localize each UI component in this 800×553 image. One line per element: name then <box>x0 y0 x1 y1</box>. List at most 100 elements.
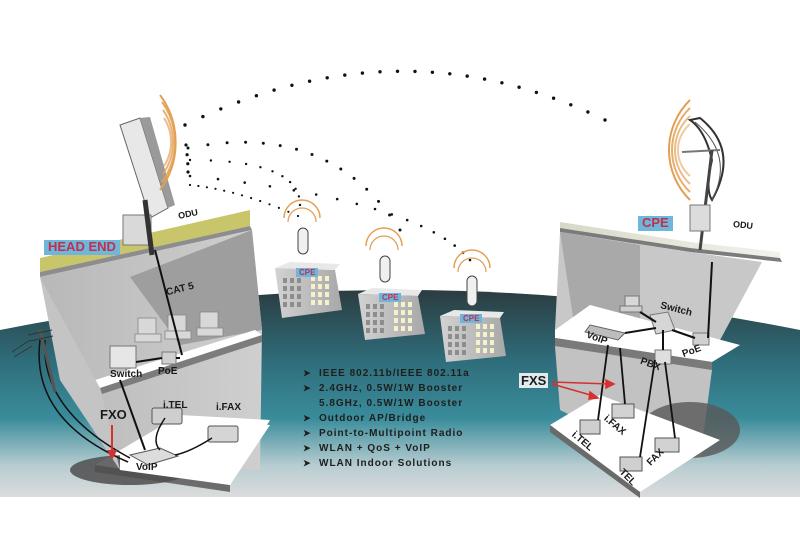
link-dot <box>500 81 504 85</box>
window <box>455 350 459 355</box>
window <box>373 320 377 325</box>
link-dot <box>268 185 272 188</box>
link-dot <box>240 194 244 197</box>
window <box>366 320 370 325</box>
link-dot <box>259 166 262 169</box>
left-ifax-label: i.FAX <box>216 402 242 413</box>
bullet-arrow-icon: ➤ <box>303 368 312 378</box>
lit-window <box>325 300 329 305</box>
lit-window <box>394 326 398 331</box>
link-dot <box>254 94 259 98</box>
window <box>373 328 377 333</box>
link-dot <box>188 183 192 187</box>
lit-window <box>318 284 322 289</box>
link-dot <box>569 103 573 107</box>
remote-cpe-label-3: CPE <box>460 314 483 324</box>
lit-window <box>318 292 322 297</box>
link-dot <box>287 210 290 213</box>
link-dot <box>296 214 300 218</box>
window <box>455 326 459 331</box>
head-end-building <box>40 210 270 492</box>
sector-antenna <box>119 117 175 256</box>
lit-window <box>476 332 480 337</box>
lit-window <box>325 284 329 289</box>
link-dot <box>295 147 298 151</box>
grid-dish-antenna <box>681 116 725 251</box>
link-dot <box>343 73 347 77</box>
window <box>373 304 377 309</box>
link-dot <box>236 100 241 104</box>
lit-window <box>476 340 480 345</box>
feature-item: ➤2.4GHz, 0.5W/1W Booster <box>303 383 464 394</box>
radio-waves-right <box>667 99 691 201</box>
link-dot <box>216 177 220 181</box>
right-odu-label: ODU <box>732 218 754 232</box>
lit-window <box>408 318 412 323</box>
window <box>448 350 452 355</box>
link-dot <box>297 195 301 198</box>
link-dot <box>448 72 452 76</box>
link-dot <box>186 170 190 174</box>
window <box>380 320 384 325</box>
lit-window <box>408 310 412 315</box>
feature-item: ➤IEEE 802.11b/IEEE 802.11a <box>303 368 470 379</box>
link-dot <box>335 197 339 201</box>
window <box>290 294 294 299</box>
bullet-arrow-icon: ➤ <box>303 413 312 423</box>
radio-waves-left <box>159 94 177 191</box>
link-dot <box>352 176 356 180</box>
link-dot <box>206 143 210 147</box>
link-dot <box>482 77 487 81</box>
feature-item: ➤5.8GHz, 0.5W/1W Booster <box>319 398 464 409</box>
wireless-links <box>183 69 607 262</box>
link-dot <box>186 146 190 150</box>
remote-building-1 <box>275 199 342 318</box>
remote-cpe-label-1: CPE <box>296 268 319 278</box>
window <box>290 302 294 307</box>
link-dot <box>184 143 188 147</box>
lit-window <box>490 340 494 345</box>
link-dot <box>298 203 302 207</box>
link-dot <box>603 118 607 122</box>
link-dot <box>292 189 296 192</box>
link-dot <box>432 231 436 234</box>
link-dot <box>398 228 402 232</box>
window <box>283 302 287 307</box>
link-dot <box>205 186 208 189</box>
window <box>462 334 466 339</box>
lit-window <box>311 300 315 305</box>
window <box>455 342 459 347</box>
link-dot <box>209 159 213 162</box>
feature-item: ➤WLAN Indoor Solutions <box>303 458 453 469</box>
feature-list: ➤IEEE 802.11b/IEEE 802.11a ➤2.4GHz, 0.5W… <box>303 366 470 471</box>
link-dot <box>288 180 292 184</box>
link-dot <box>390 213 394 216</box>
link-dot <box>271 170 274 173</box>
left-voip-label: VoIP <box>136 462 158 473</box>
lit-window <box>483 340 487 345</box>
link-dot <box>430 70 435 75</box>
window <box>455 334 459 339</box>
feature-item: ➤WLAN + QoS + VoIP <box>303 443 431 454</box>
link-dot <box>339 167 343 171</box>
link-dot <box>272 88 276 92</box>
lit-window <box>311 284 315 289</box>
link-dot <box>419 224 423 228</box>
window <box>283 278 287 283</box>
link-dot <box>413 69 417 74</box>
right-equipment <box>579 261 713 472</box>
link-dot <box>250 196 253 200</box>
lit-window <box>394 318 398 323</box>
link-dot <box>188 158 192 162</box>
window <box>373 312 377 317</box>
left-equipment <box>38 249 239 466</box>
link-dot <box>443 237 447 241</box>
lit-window <box>401 302 405 307</box>
window <box>448 334 452 339</box>
link-dot <box>188 174 192 178</box>
link-dot <box>185 153 189 157</box>
link-dot <box>325 159 329 163</box>
link-dot <box>261 141 265 145</box>
window <box>462 342 466 347</box>
link-dot <box>395 69 400 74</box>
